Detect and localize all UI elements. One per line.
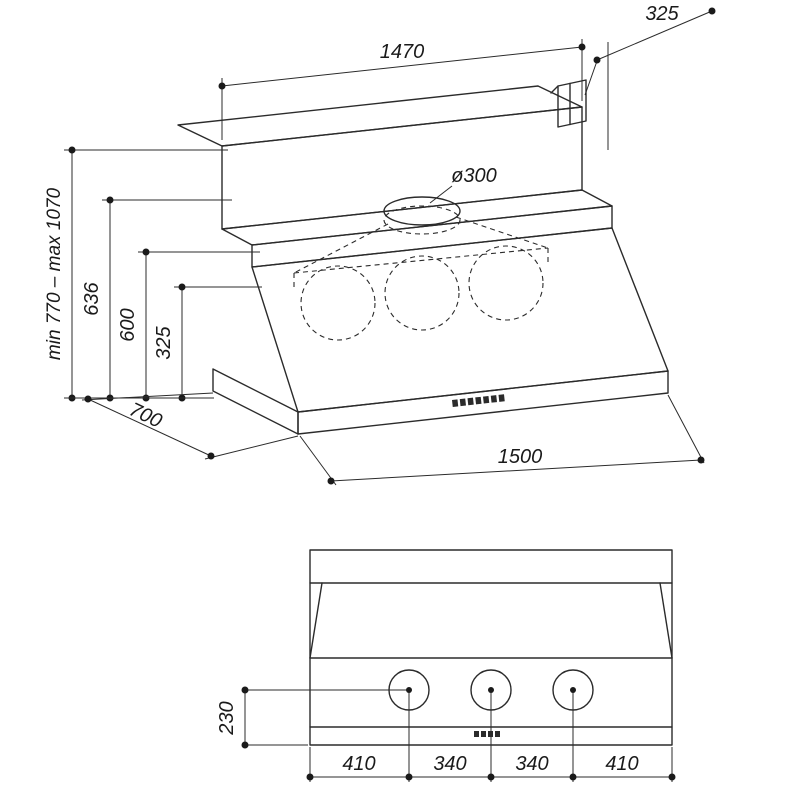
rim-front-face bbox=[297, 370, 669, 435]
dim-spacing-mid-right-label: 340 bbox=[515, 753, 548, 775]
iso-view: 1470 325 ø300 min 770 – max 1070 bbox=[44, 3, 716, 486]
dim-width-top-label: 1470 bbox=[380, 41, 425, 63]
hood-body bbox=[177, 79, 669, 435]
filter-circle-right bbox=[468, 245, 544, 321]
dim-height-230-label: 230 bbox=[216, 701, 238, 735]
dim-depth-bottom: 700 bbox=[81, 392, 299, 460]
dim-height-600: 600 bbox=[117, 248, 260, 402]
chimney-top-face bbox=[177, 85, 583, 147]
canopy-front-face bbox=[251, 227, 669, 413]
dim-depth-top-label: 325 bbox=[645, 3, 679, 25]
duct-flange bbox=[383, 196, 461, 235]
plenum-dashed-outline bbox=[293, 216, 549, 291]
front-view: 230 410 340 340 410 bbox=[216, 549, 676, 782]
front-canopy-slant-left bbox=[309, 582, 323, 659]
platform-top-face bbox=[221, 189, 613, 246]
dim-depth-top: 325 bbox=[584, 3, 716, 150]
dim-height-600-label: 600 bbox=[117, 308, 139, 341]
dim-height-636-label: 636 bbox=[81, 281, 103, 315]
dim-lamp-spacing: 410 340 340 410 bbox=[306, 687, 676, 782]
filter-circles bbox=[300, 245, 544, 341]
dim-height-range-label: min 770 – max 1070 bbox=[44, 187, 65, 360]
duct-diameter-label: ø300 bbox=[451, 165, 497, 187]
dim-spacing-mid-left-label: 340 bbox=[433, 753, 466, 775]
control-buttons bbox=[452, 394, 505, 407]
dim-height-325-label: 325 bbox=[153, 325, 175, 359]
dim-height-230: 230 bbox=[216, 686, 407, 749]
chimney-front-face bbox=[221, 106, 583, 230]
dim-spacing-right-label: 410 bbox=[605, 753, 638, 775]
dim-height-636: 636 bbox=[81, 196, 232, 402]
dim-depth-bottom-label: 700 bbox=[126, 399, 166, 433]
dim-duct-diameter: ø300 bbox=[429, 165, 497, 204]
filter-circle-middle bbox=[384, 255, 460, 331]
front-control-buttons bbox=[474, 731, 500, 737]
dim-spacing-left-label: 410 bbox=[342, 753, 375, 775]
dim-width-top: 1470 bbox=[218, 39, 586, 140]
filter-circle-left bbox=[300, 265, 376, 341]
dim-width-bottom: 1500 bbox=[299, 394, 705, 486]
dim-height-325: 325 bbox=[153, 283, 262, 402]
dim-width-bottom-label: 1500 bbox=[498, 446, 543, 468]
rim-left-face bbox=[212, 368, 299, 435]
front-canopy-slant-right bbox=[659, 582, 673, 659]
dim-height-range: min 770 – max 1070 bbox=[44, 146, 228, 402]
wall-bracket bbox=[550, 79, 587, 128]
